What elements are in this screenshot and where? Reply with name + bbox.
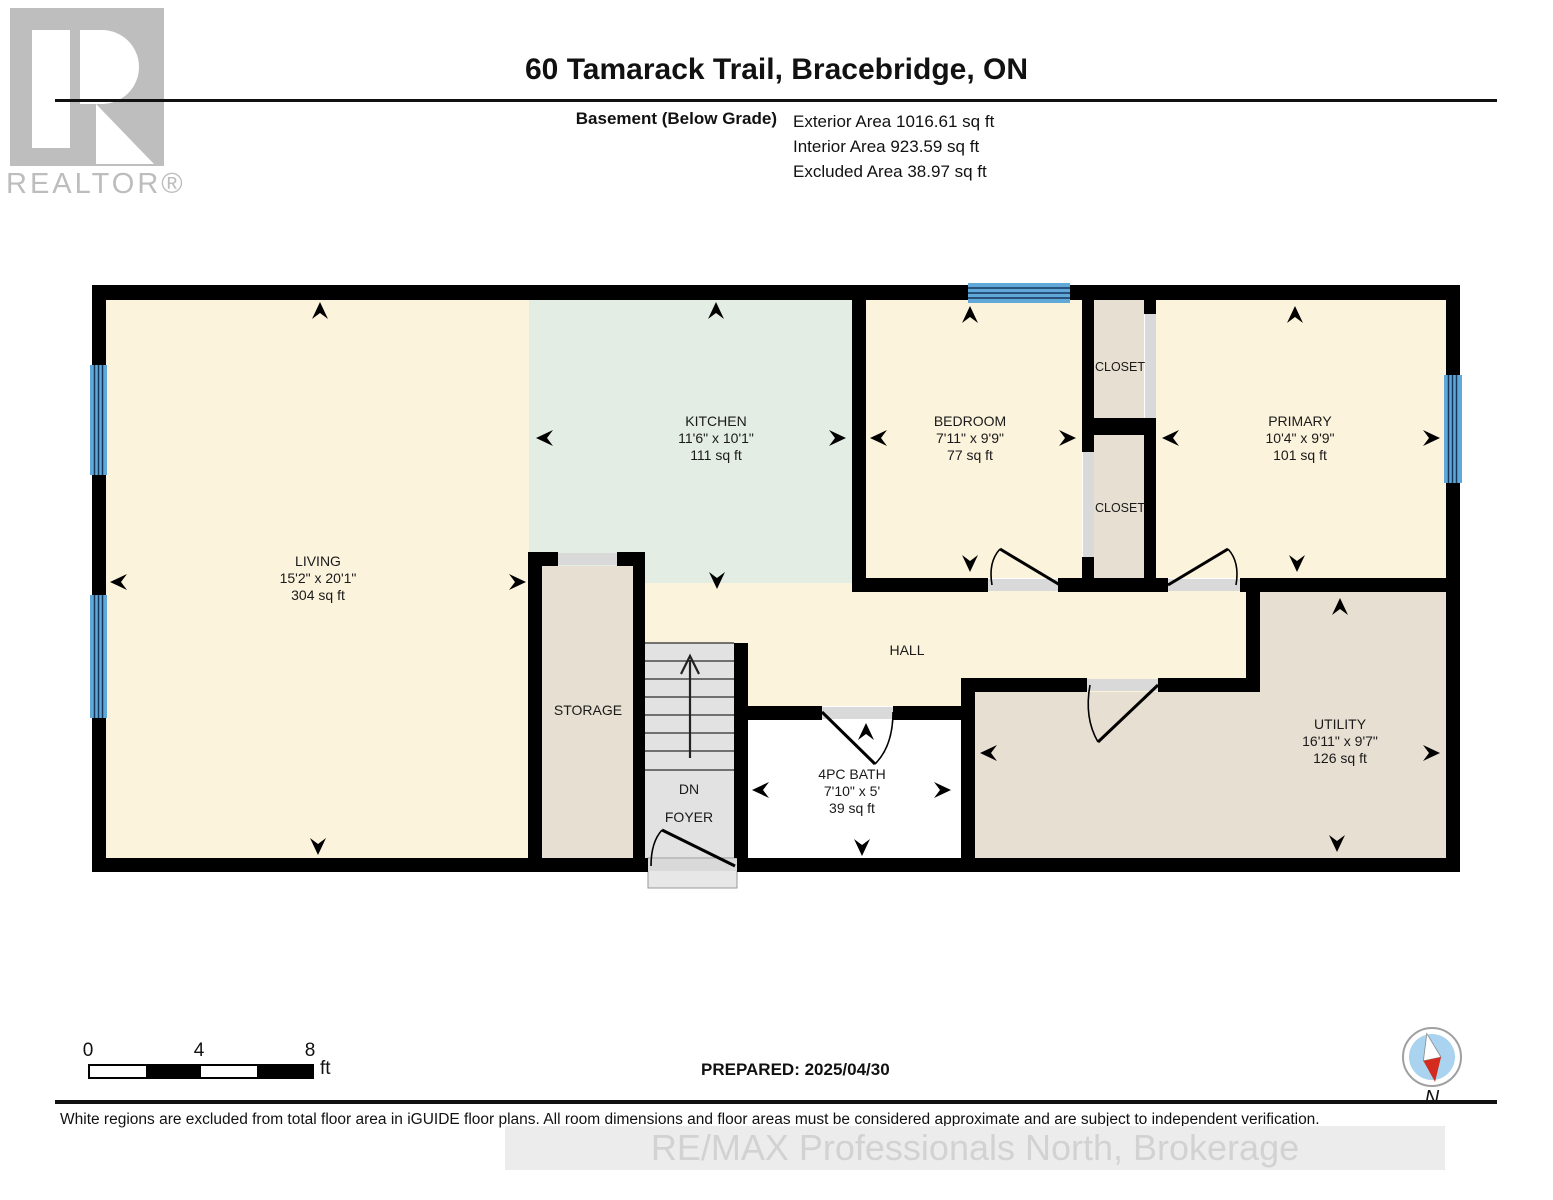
bedroom-window (968, 283, 1070, 303)
living-label: LIVING (295, 553, 341, 569)
kitchen-label: KITCHEN (685, 413, 746, 429)
utility-area-upper (1260, 592, 1446, 858)
realtor-wordmark: REALTOR® (6, 168, 186, 200)
utility-label: UTILITY (1314, 716, 1367, 732)
floor-label: Basement (Below Grade) (575, 109, 777, 128)
disclaimer-text: White regions are excluded from total fl… (60, 1111, 1320, 1128)
living-room-area (106, 300, 530, 858)
hall-label: HALL (889, 642, 924, 658)
scale-tick-0: 0 (82, 1040, 94, 1061)
scale-bar (88, 1064, 314, 1079)
stairs-direction-arrow (680, 653, 700, 758)
kitchen-sqft: 111 sq ft (690, 447, 742, 463)
bath-door (820, 710, 894, 766)
interior-area-text: Interior Area 923.59 sq ft (793, 137, 980, 156)
compass-icon: N (1402, 1027, 1462, 1109)
scale-tick-8: 8 (304, 1040, 316, 1061)
living-dims: 15'2" x 20'1" (280, 570, 357, 586)
bedroom-area (866, 300, 1082, 578)
brokerage-watermark: RE/MAX Professionals North, Brokerage (505, 1126, 1445, 1170)
storage-label: STORAGE (554, 702, 622, 718)
primary-sqft: 101 sq ft (1273, 447, 1327, 463)
excluded-area-text: Excluded Area 38.97 sq ft (793, 162, 987, 181)
primary-window (1444, 375, 1462, 483)
scale-segment (256, 1066, 312, 1077)
living-window-lower (90, 595, 107, 718)
bedroom-door (990, 547, 1061, 587)
area-summary: Exterior Area 1016.61 sq ft Interior Are… (793, 109, 994, 184)
scale-tick-4: 4 (193, 1040, 205, 1061)
realtor-logo (10, 8, 164, 166)
prepared-date: PREPARED: 2025/04/30 (701, 1060, 890, 1079)
primary-label: PRIMARY (1268, 413, 1332, 429)
windows (90, 283, 1462, 718)
door-thresholds (558, 314, 1240, 871)
bath-dims: 7'10" x 5' (824, 783, 880, 799)
closet-upper-label: CLOSET (1095, 360, 1145, 374)
utility-area-lower (975, 692, 1260, 858)
page-title: 60 Tamarack Trail, Bracebridge, ON (524, 53, 1028, 86)
entry-door (650, 828, 736, 868)
footer-rule (55, 1100, 1497, 1104)
compass-north-label: N (1425, 1087, 1440, 1109)
bedroom-label: BEDROOM (934, 413, 1006, 429)
utility-sqft: 126 sq ft (1313, 750, 1367, 766)
closet-upper-area (1094, 300, 1144, 418)
bath-sqft: 39 sq ft (829, 800, 875, 816)
closet-lower-label: CLOSET (1095, 501, 1145, 515)
foyer-label: FOYER (665, 809, 713, 825)
living-window-upper (90, 365, 107, 475)
room-labels: LIVING 15'2" x 20'1" 304 sq ft KITCHEN 1… (280, 360, 1378, 825)
bedroom-sqft: 77 sq ft (947, 447, 993, 463)
scale-segment (145, 1066, 201, 1077)
primary-area (1156, 300, 1446, 578)
kitchen-dims: 11'6" x 10'1" (678, 430, 754, 446)
kitchen-area (529, 300, 852, 583)
header-rule (55, 99, 1497, 102)
scale-segment (201, 1066, 257, 1077)
primary-door (1167, 547, 1238, 587)
closet-lower-area (1094, 435, 1144, 578)
exterior-area-text: Exterior Area 1016.61 sq ft (793, 112, 995, 131)
walls (92, 285, 1460, 872)
utility-dims: 16'11" x 9'7" (1302, 733, 1378, 749)
utility-door (1087, 683, 1160, 744)
stairs-dn-label: DN (679, 781, 699, 797)
bath-label: 4PC BATH (818, 766, 885, 782)
bedroom-dims: 7'11" x 9'9" (936, 430, 1004, 446)
scale-segment (90, 1066, 146, 1077)
living-sqft: 304 sq ft (291, 587, 345, 603)
staircase (645, 642, 734, 771)
door-swings (650, 547, 1238, 868)
scale-unit-label: ft (320, 1058, 331, 1079)
storage-area (542, 566, 633, 858)
primary-dims: 10'4" x 9'9" (1266, 430, 1335, 446)
